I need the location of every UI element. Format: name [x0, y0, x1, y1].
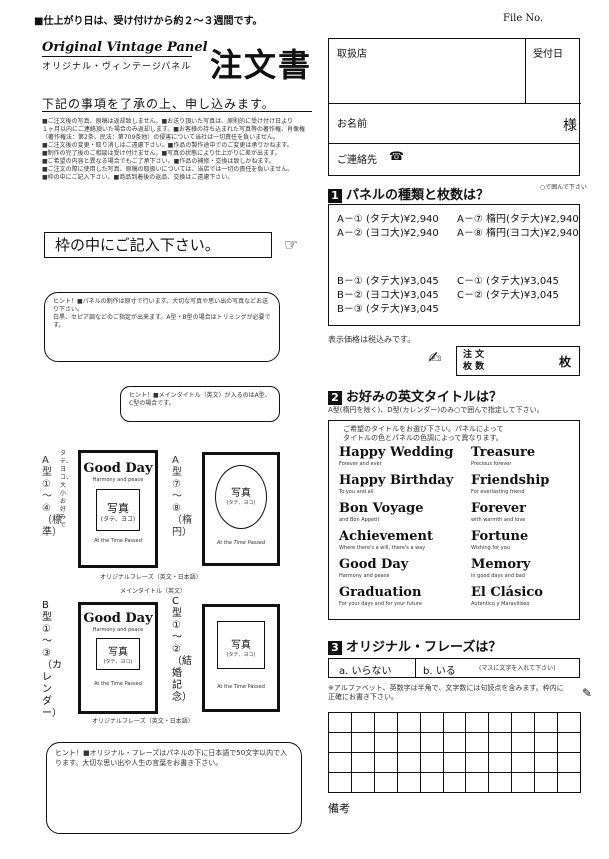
hint-bubble-2: ヒント！■メインタイトル（英文）が入るのはA型、C型の場合です。 [120, 386, 280, 422]
panel-type-box: A－① (タテ大)¥2,940 A－② (ヨコ大)¥2,940 A－⑦ 楕円(タ… [328, 204, 580, 326]
notice: ■仕上がり日は、受け付けから約２～３週間です。 [34, 16, 263, 27]
sama-label: 様 [563, 118, 577, 134]
title-options-box: ご希望のタイトルをお選び下さい。パネルによって タイトルの色とパネルの色調によっ… [328, 420, 580, 620]
contact-label: ご連絡先 [337, 155, 377, 166]
sample-b-card: Good Day Harmony and peace 写真 (タテ、ヨコ) At… [78, 602, 158, 714]
option-a[interactable]: a. いらない [339, 666, 392, 677]
tax-note: 表示価格は税込みです。 [328, 335, 416, 344]
logo-jp: オリジナル・ヴィンテージパネル [42, 62, 192, 72]
sample-c-card: 写真 (タテ、ヨコ) At the Time Passed [202, 604, 280, 712]
pencil-icon: ✍ [428, 348, 442, 367]
phrase-grid[interactable] [328, 712, 581, 793]
phone-icon: ☎ [389, 149, 404, 163]
pointing-hand-icon: ☞ [284, 235, 299, 254]
received-label: 受付日 [533, 49, 563, 60]
a2-type-label: A型⑦～⑧（楕円） [172, 455, 192, 538]
fill-in-banner: 枠の中にご記入下さい。 [44, 232, 272, 258]
file-no: File No. [503, 13, 544, 24]
a-type-label: A型①～④（標準） [42, 455, 62, 538]
option-b[interactable]: b. いる [423, 666, 456, 677]
sample-oval-card: 写真 (タテ、ヨコ) At the Time Passed [202, 452, 280, 566]
hint-bubble-1: ヒント！■パネルの制作は原寸で行います。大切な写真や思い出の写真などお送り下さい… [44, 292, 280, 362]
intro-text: 下記の事項を了承の上、申し込みます。 [42, 97, 275, 111]
hint-bubble-3: ヒント！■オリジナル・フレーズはパネルの下に日本語で50文字以内で入ります。大切… [46, 742, 302, 834]
logo-en: Original Vintage Panel [42, 40, 208, 55]
name-label: お名前 [337, 119, 367, 130]
c-type-label: C型①～②（結婚記念） [172, 596, 192, 703]
order-count-box[interactable]: 注 文 枚 数 枚 [456, 346, 580, 376]
phrase-instructions: ※アルファベット、英数字は半角で、文字数には句読点を含みます。枠内に正確にお書き… [328, 684, 564, 701]
sample-a-card: Good Day Harmony and peace 写真 (タテ、ヨコ) At… [78, 450, 158, 568]
a-side-text: タテ、ヨコ、大小お好みで [60, 450, 73, 529]
title-label: メインタイトル（英文） [120, 588, 187, 595]
shop-label: 取扱店 [337, 49, 367, 60]
pencil-small-icon: ✎ [582, 686, 593, 700]
phrase-label-2: オリジナルフレーズ（英文・日本語） [92, 718, 194, 725]
notes-label: 備考 [328, 802, 350, 815]
b-type-label: B型①～③（カレンダー） [42, 600, 62, 719]
section1-hint: ○で囲んで下さい [540, 184, 587, 191]
phrase-option-box: a. いらない b. いる (マスに文字を入れて下さい) [328, 658, 580, 678]
customer-form: 取扱店 受付日 お名前 様 ご連絡先 ☎ [328, 38, 581, 176]
section2-hint: A型(楕円を除く)、D型(カレンダー)のみ○で囲んで指定して下さい。 [328, 406, 544, 414]
page-title: 注文書 [210, 46, 313, 84]
fine-print: ■ご注文後の写真、原稿は返却致しません。■お送り頂いた写真は、原則的に受け付け日… [42, 118, 305, 181]
phrase-label: オリジナルフレーズ（英文・日本語） [100, 574, 202, 581]
